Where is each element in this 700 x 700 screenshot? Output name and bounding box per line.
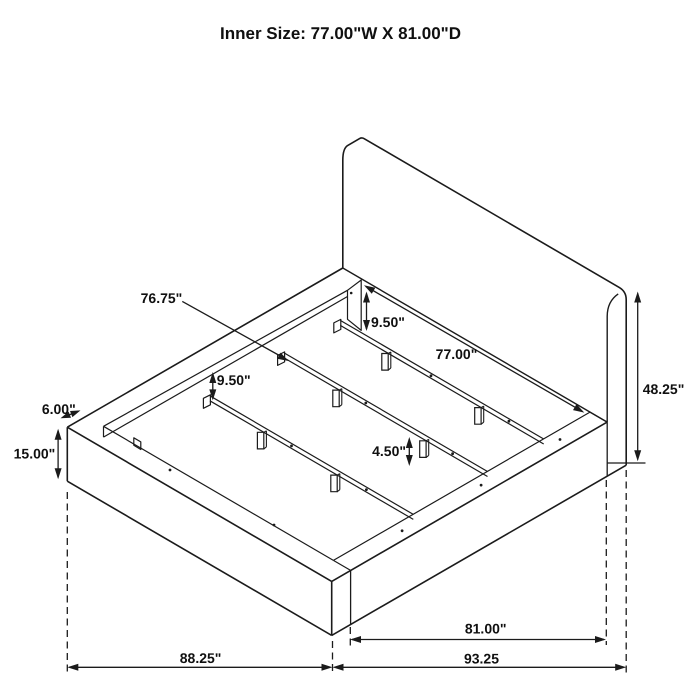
svg-text:9.50": 9.50" — [217, 372, 251, 388]
svg-text:88.25": 88.25" — [180, 650, 222, 666]
svg-text:76.75": 76.75" — [141, 290, 183, 306]
svg-text:81.00": 81.00" — [465, 621, 507, 637]
svg-text:93.25: 93.25 — [464, 651, 499, 667]
svg-text:15.00": 15.00" — [14, 446, 56, 462]
svg-text:77.00": 77.00" — [436, 346, 478, 362]
svg-text:Inner Size: 77.00"W X 81.00"D: Inner Size: 77.00"W X 81.00"D — [220, 24, 461, 43]
svg-text:6.00": 6.00" — [42, 401, 76, 417]
svg-text:48.25": 48.25" — [643, 381, 685, 397]
svg-text:9.50": 9.50" — [371, 314, 405, 330]
svg-text:4.50": 4.50" — [372, 443, 406, 459]
